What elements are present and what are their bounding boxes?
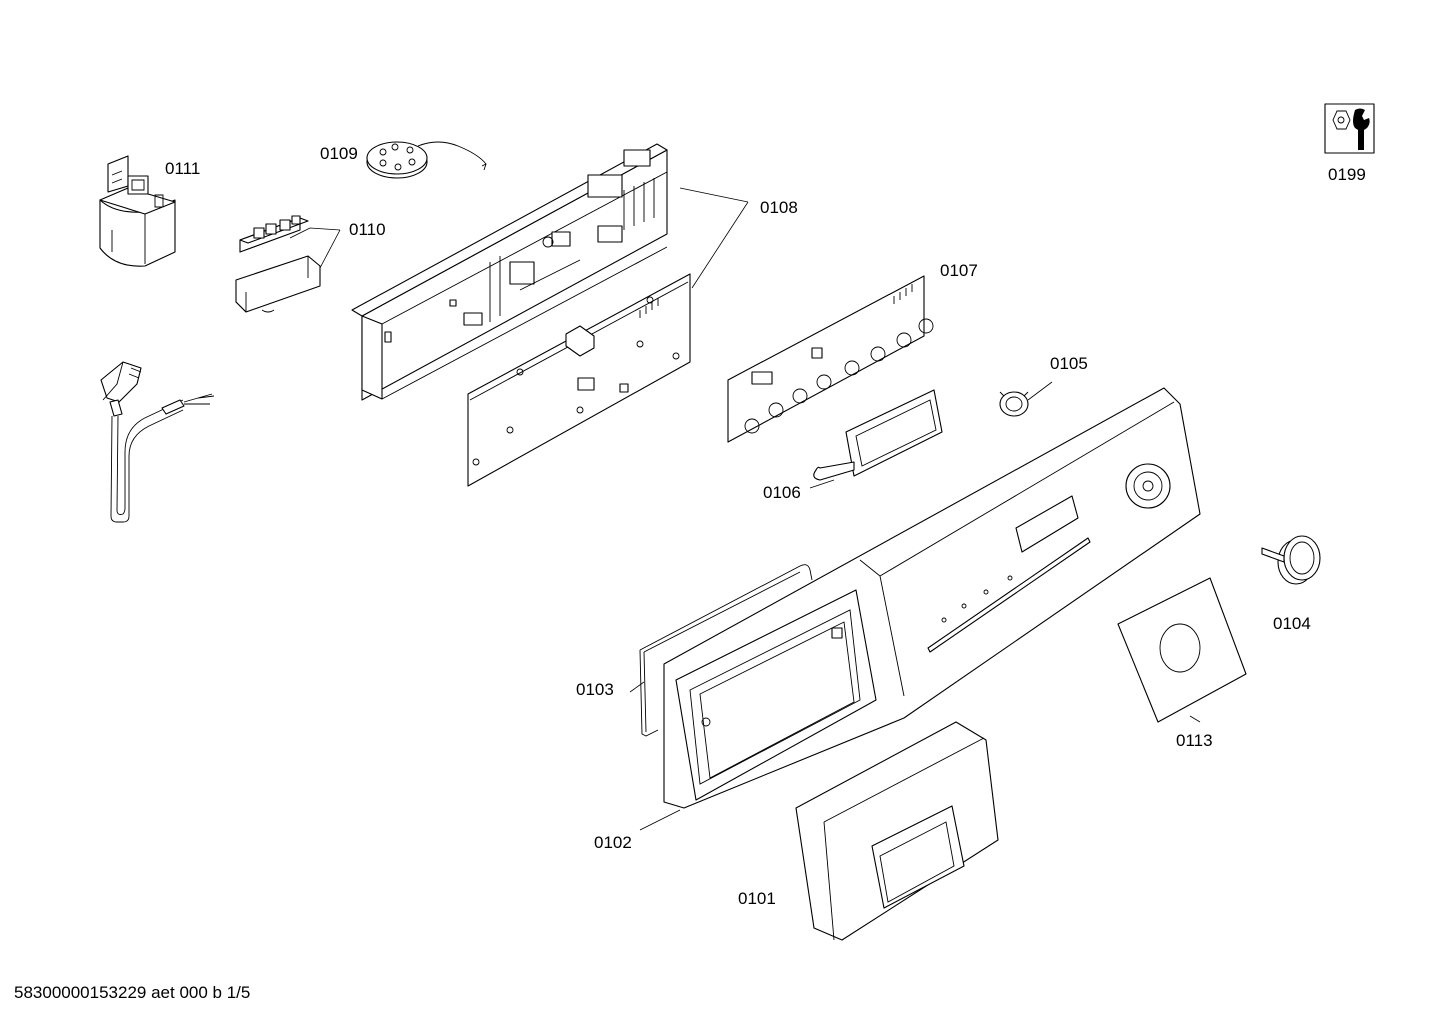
part-0101-drawer-handle <box>795 721 999 941</box>
label-0105: 0105 <box>1050 354 1088 373</box>
part-0104-knob <box>1261 535 1321 585</box>
label-0107: 0107 <box>940 261 978 280</box>
label-0110: 0110 <box>349 220 386 239</box>
label-0101: 0101 <box>738 889 776 908</box>
part-0103-seal <box>639 564 813 737</box>
part-0109-buzzer <box>366 141 487 179</box>
label-0103: 0103 <box>576 680 614 699</box>
label-0102: 0102 <box>594 833 632 852</box>
part-0105-knob-insert <box>999 391 1029 417</box>
part-0107-button-pcb <box>727 275 934 443</box>
label-0109: 0109 <box>320 144 358 163</box>
nut-and-wrench-icon <box>1324 103 1375 154</box>
label-0199: 0199 <box>1328 165 1366 184</box>
part-0113-sticker-sheet <box>1117 577 1247 723</box>
part-0108-control-housing <box>351 143 668 401</box>
label-0108: 0108 <box>760 198 798 217</box>
power-cord <box>100 361 215 523</box>
label-0104: 0104 <box>1273 614 1311 633</box>
label-0113: 0113 <box>1176 731 1213 750</box>
part-labels: 0111 0109 0110 0108 0107 0105 0106 0104 … <box>165 144 1366 908</box>
part-0102-fascia-panel <box>663 387 1201 809</box>
leader-lines <box>289 187 1201 831</box>
part-0110-relay-module <box>235 215 321 313</box>
part-0106-display-window <box>813 389 943 481</box>
label-0111: 0111 <box>165 159 200 178</box>
diagram-footer-code: 58300000153229 aet 000 b 1/5 <box>14 983 250 1002</box>
part-0108-main-pcb <box>467 273 691 487</box>
label-0106: 0106 <box>763 483 801 502</box>
part-0111-interference-suppressor <box>99 155 176 267</box>
